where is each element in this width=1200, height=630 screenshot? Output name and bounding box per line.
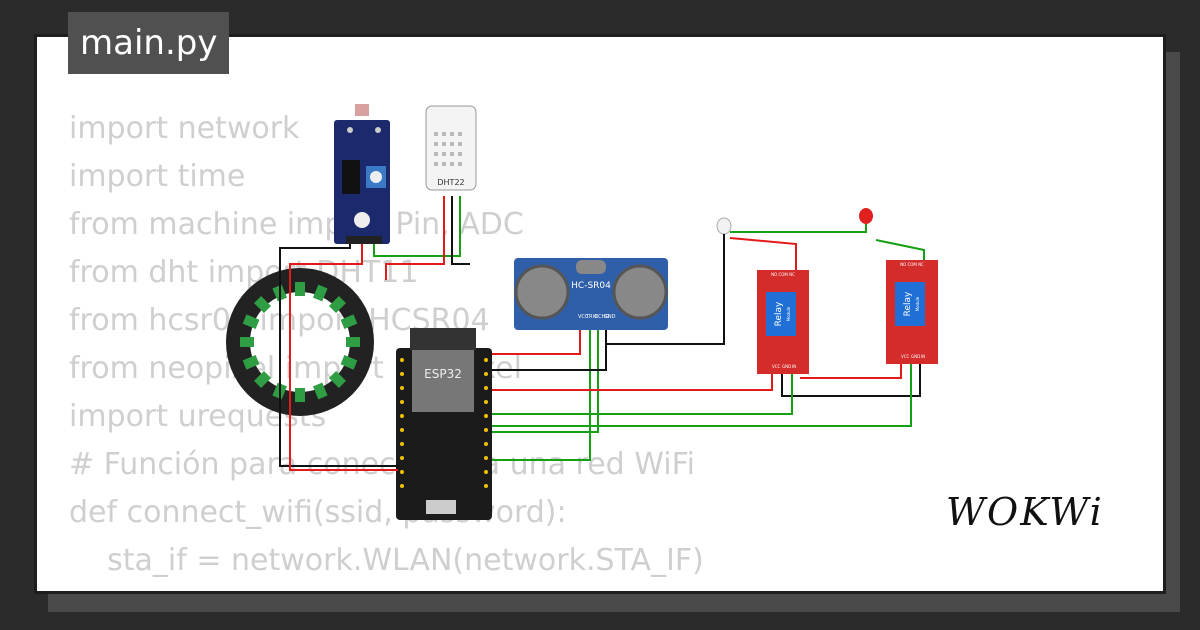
neopixel-ring[interactable]	[226, 268, 374, 416]
wires	[279, 196, 925, 471]
code-line: import network	[69, 111, 300, 146]
relay-label: Relay	[774, 301, 784, 326]
relay-top-pins: NO COM NC	[771, 272, 795, 277]
relay-sublabel: Module	[915, 296, 920, 311]
dht-label: DHT22	[437, 178, 464, 187]
code-line: import urequests	[69, 399, 327, 434]
pin-label: VCC	[578, 314, 589, 320]
pin-label: VCC	[901, 354, 910, 359]
code-line: import time	[69, 159, 246, 194]
red-led[interactable]	[859, 208, 873, 224]
ldr-sensor-module[interactable]	[334, 104, 390, 244]
hc-sr04-ultrasonic[interactable]: HC-SR04 VCC TRIG ECHO GND	[514, 258, 668, 330]
file-tab[interactable]: main.py	[68, 12, 230, 74]
white-led[interactable]	[716, 217, 732, 235]
esp32-label: ESP32	[424, 367, 462, 381]
pin-label: VCC	[772, 364, 781, 369]
relay-module-2[interactable]: Relay Module NO COM NC VCC GND IN	[886, 260, 938, 364]
relay-top-pins: NO COM NC	[900, 262, 924, 267]
dht22-sensor[interactable]: DHT22	[425, 105, 477, 191]
relay-sublabel: Module	[786, 306, 791, 321]
code-preview: import network import time from machine im…	[69, 105, 704, 585]
code-line: from machine import Pin, ADC	[69, 207, 524, 242]
ultrasonic-label: HC-SR04	[571, 281, 611, 291]
pin-label: GND	[782, 364, 791, 369]
pin-label: IN	[792, 364, 796, 369]
pin-label: GND	[604, 314, 616, 320]
pin-label: GND	[911, 354, 920, 359]
code-line: sta_if = network.WLAN(network.STA_IF)	[69, 543, 704, 578]
pin-label: TRIG	[585, 314, 598, 320]
pin-label: IN	[921, 354, 925, 359]
esp32-board[interactable]: ESP32	[396, 328, 492, 520]
pin-label: ECHO	[595, 314, 609, 320]
relay-label: Relay	[903, 291, 913, 316]
relay-module-1[interactable]: Relay Module NO COM NC VCC GND IN	[757, 270, 809, 374]
code-line: from dht import DHT11	[69, 255, 419, 290]
wokwi-logo: WOKWi	[946, 490, 1104, 534]
